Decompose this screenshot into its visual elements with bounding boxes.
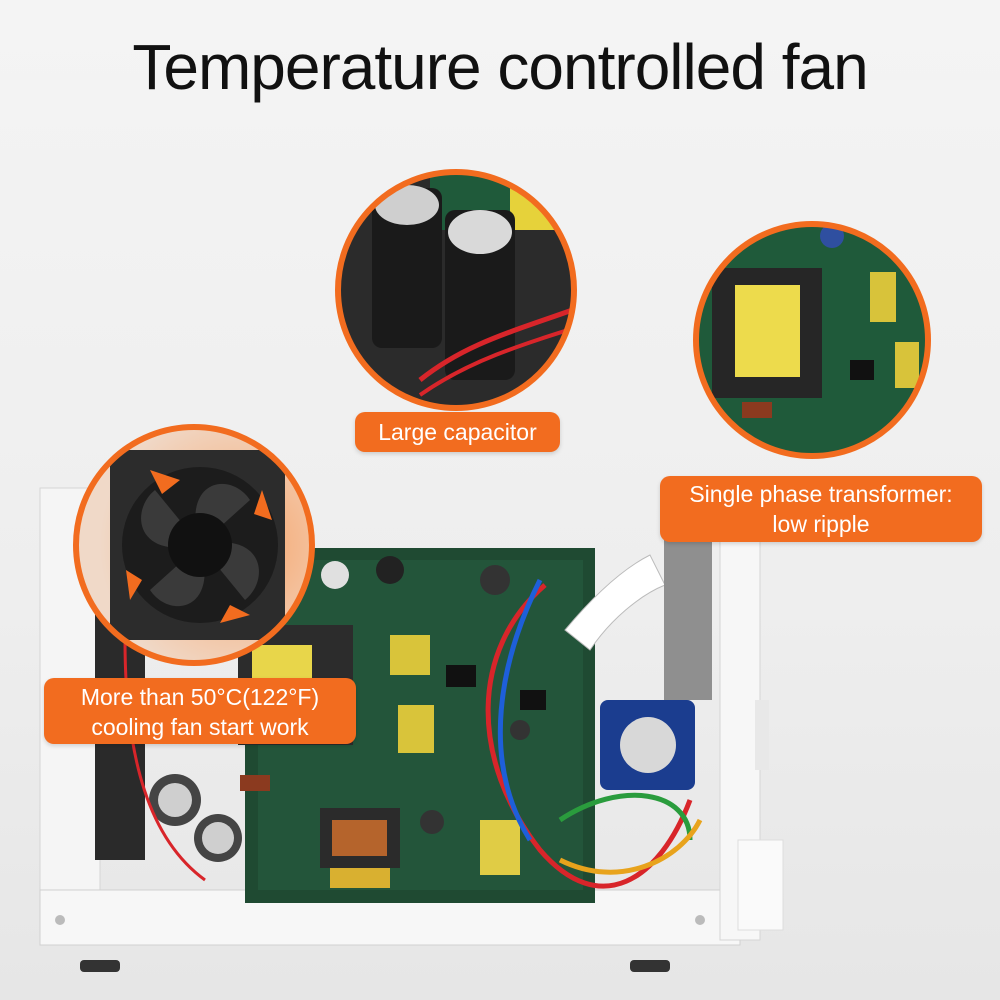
wires bbox=[123, 578, 703, 889]
capacitor-zoom-circle bbox=[335, 169, 577, 411]
transformer-zoom-circle bbox=[693, 221, 931, 459]
fan-zoom-circle bbox=[73, 424, 315, 666]
airflow-arrows bbox=[126, 470, 272, 623]
transformer-callout: Single phase transformer: low ripple bbox=[660, 476, 982, 542]
ribbon-cable bbox=[564, 540, 712, 700]
page-title: Temperature controlled fan bbox=[132, 31, 868, 103]
transformer-callout-line1: Single phase transformer: bbox=[689, 481, 953, 507]
fan-callout: More than 50°C(122°F) cooling fan start … bbox=[44, 678, 356, 744]
transformer-callout-line2: low ripple bbox=[772, 511, 870, 537]
capacitor-callout-text: Large capacitor bbox=[378, 419, 537, 445]
fan-callout-line2: cooling fan start work bbox=[91, 714, 309, 740]
fan-callout-line1: More than 50°C(122°F) bbox=[80, 684, 320, 710]
capacitor-callout: Large capacitor bbox=[355, 412, 560, 452]
output-terminal bbox=[600, 700, 695, 790]
